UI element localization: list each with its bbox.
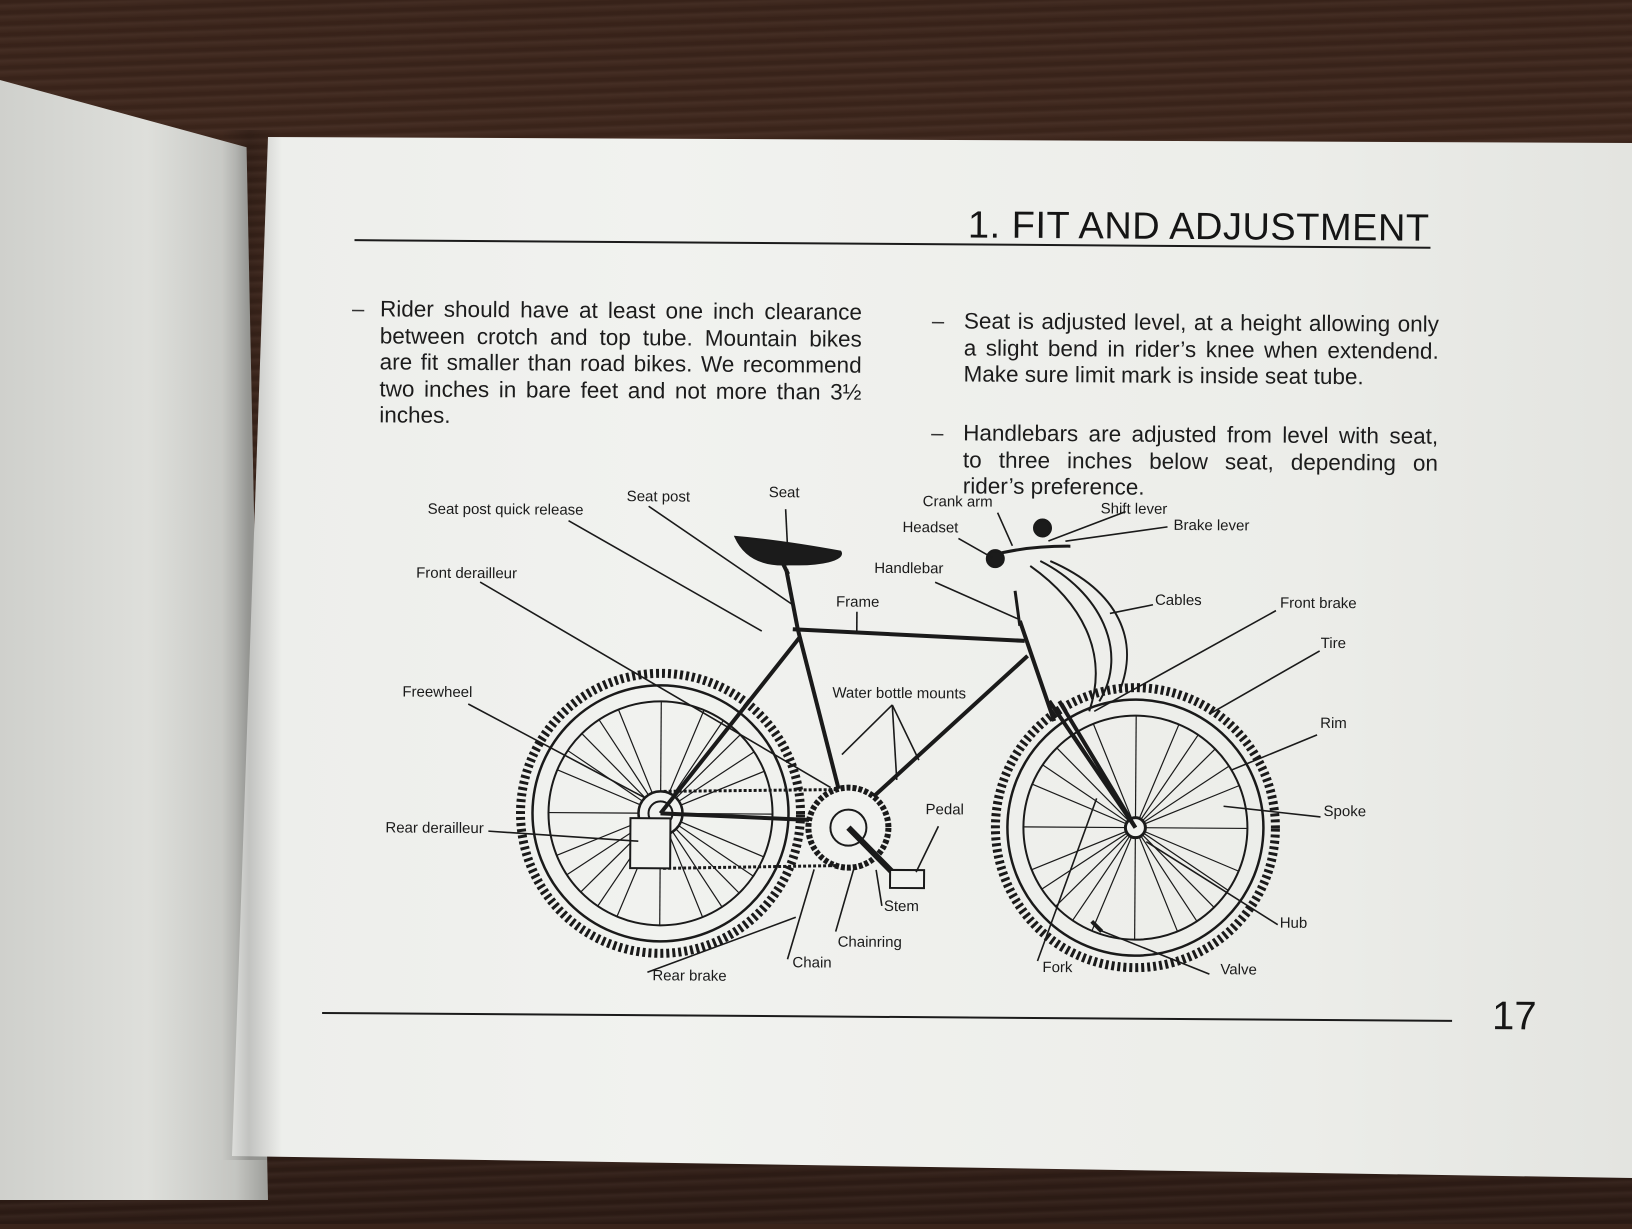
label-chain: Chain (792, 954, 831, 971)
rear-derailleur (630, 818, 670, 868)
label-crank-arm: Crank arm (923, 493, 993, 510)
label-seat-post-quick-release: Seat post quick release (428, 501, 584, 519)
label-hub: Hub (1280, 915, 1308, 932)
label-fork: Fork (1042, 959, 1072, 976)
label-stem: Stem (884, 898, 919, 915)
label-pedal: Pedal (925, 801, 963, 818)
pedal (890, 870, 924, 888)
label-rear-brake: Rear brake (652, 967, 726, 985)
label-front-brake: Front brake (1280, 595, 1357, 613)
label-headset: Headset (902, 519, 958, 536)
label-cables: Cables (1155, 592, 1202, 609)
label-freewheel: Freewheel (402, 684, 472, 701)
label-spoke: Spoke (1323, 803, 1366, 820)
label-frame: Frame (836, 594, 879, 611)
label-rim: Rim (1320, 715, 1347, 732)
label-valve: Valve (1220, 961, 1257, 978)
page-number: 17 (1492, 994, 1537, 1039)
label-water-bottle-mounts: Water bottle mounts (832, 685, 966, 703)
label-handlebar: Handlebar (874, 560, 943, 577)
label-rear-derailleur: Rear derailleur (385, 819, 484, 837)
label-front-derailleur: Front derailleur (416, 565, 517, 583)
label-brake-lever: Brake lever (1173, 517, 1249, 535)
saddle (735, 537, 841, 565)
label-seat-post: Seat post (627, 488, 691, 505)
handlebar-assembly (986, 520, 1128, 712)
label-seat: Seat (769, 484, 800, 501)
label-chainring: Chainring (838, 934, 902, 951)
label-shift-lever: Shift lever (1101, 500, 1168, 517)
label-tire: Tire (1321, 635, 1346, 652)
